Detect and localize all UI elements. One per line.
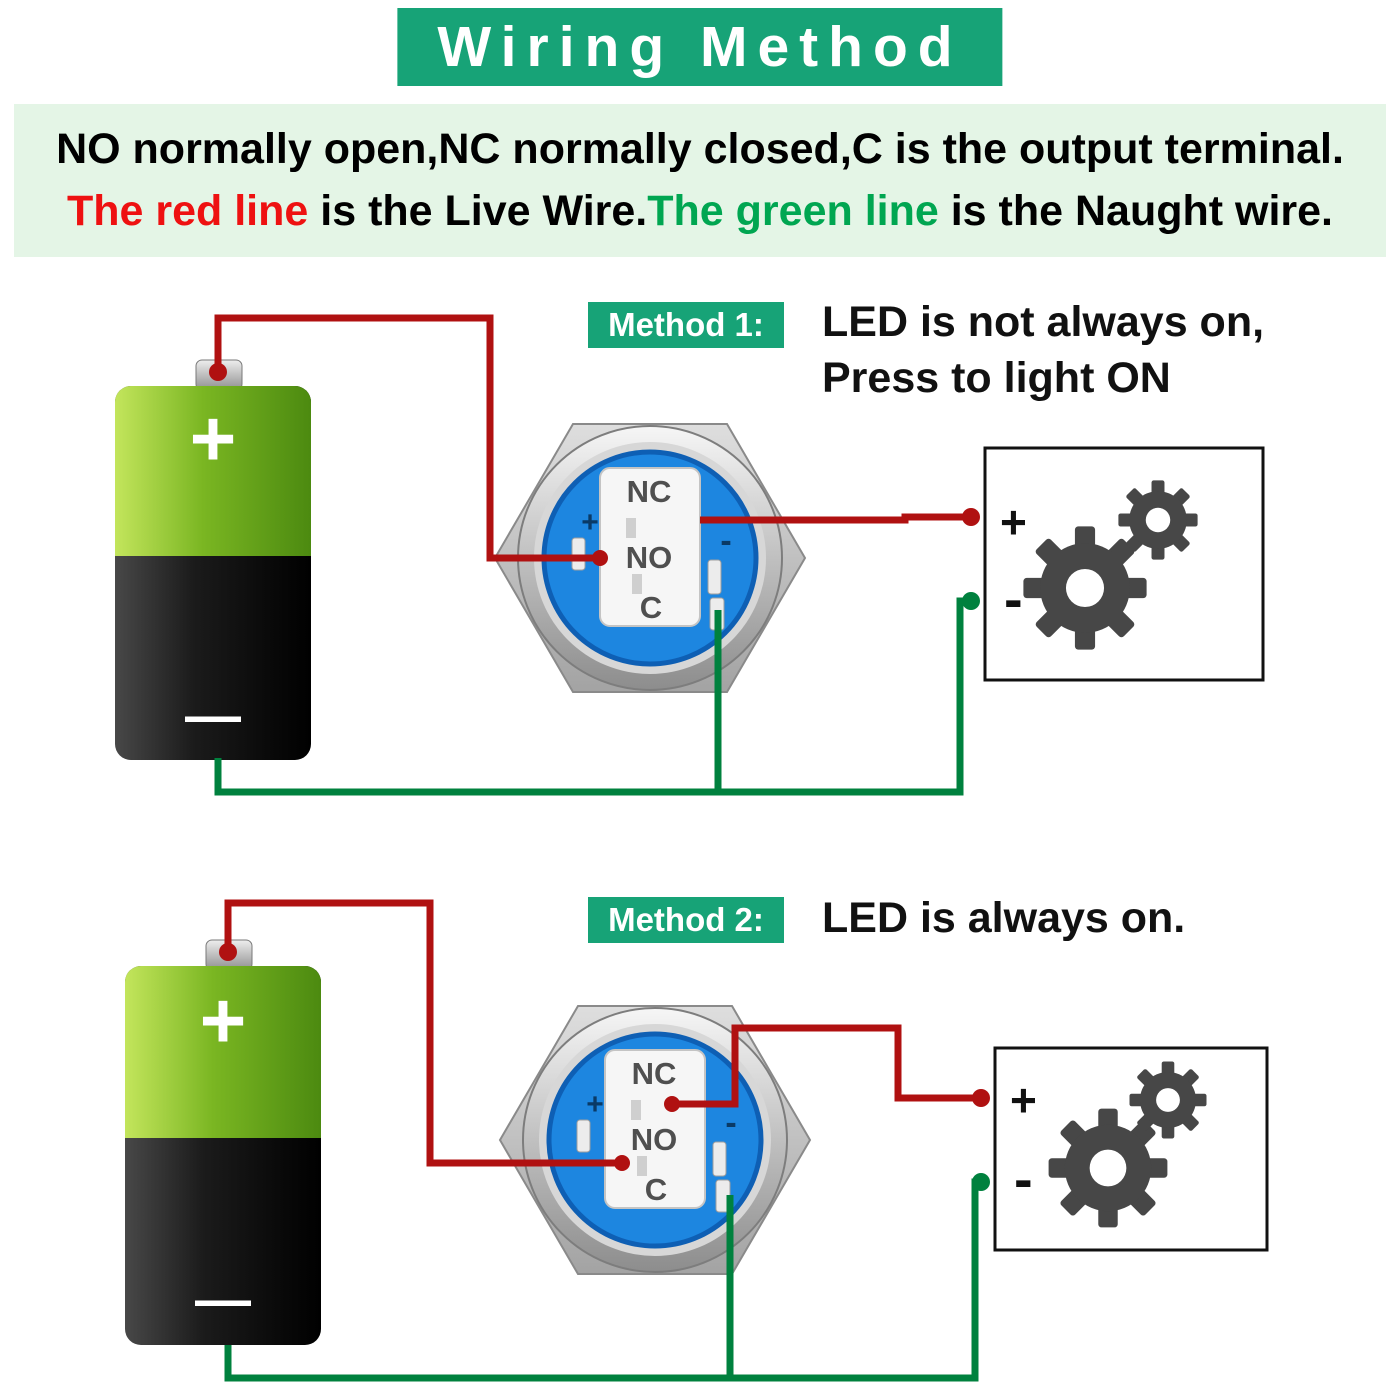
terminal-block xyxy=(599,467,701,627)
terminal-pin xyxy=(631,1100,641,1120)
red-connection-dot xyxy=(614,1155,630,1171)
terminal-tab xyxy=(707,559,722,595)
battery-minus-symbol: — xyxy=(195,1267,251,1330)
switch-no-label: NO xyxy=(631,1122,678,1157)
description-line1: NO normally open,NC normally closed,C is… xyxy=(56,125,1344,173)
battery-minus-symbol: — xyxy=(185,683,241,746)
red-connection-dot xyxy=(219,943,237,961)
load-box-1: + - xyxy=(983,446,1265,682)
terminal-block xyxy=(604,1049,706,1209)
led-plus-mark: + xyxy=(581,506,599,539)
battery-green-edge xyxy=(115,526,311,556)
load-plus-terminal: + xyxy=(1000,496,1027,548)
load-outline xyxy=(983,446,1265,682)
naught-wire-text: is the Naught wire. xyxy=(938,187,1334,236)
gear-icon xyxy=(1118,480,1198,560)
terminal-pin xyxy=(632,574,642,594)
green-connection-dot xyxy=(972,1173,990,1191)
battery-2: + — xyxy=(125,939,321,1345)
switch-c-label: C xyxy=(640,590,662,625)
switch-nc-label: NC xyxy=(627,474,672,509)
red-wire-switch-to-load xyxy=(700,513,971,524)
load-box-2: + - xyxy=(993,1046,1269,1252)
terminal-pin xyxy=(637,1156,647,1176)
gear-icon xyxy=(1129,1061,1207,1139)
method-1-note-line1: LED is not always on, xyxy=(822,298,1264,346)
led-minus-mark: - xyxy=(720,522,731,560)
green-connection-dot xyxy=(962,592,980,610)
terminal-pin xyxy=(626,518,636,538)
load-minus-terminal: - xyxy=(1004,567,1023,630)
battery-green-edge xyxy=(125,1108,321,1138)
battery-green-top xyxy=(125,966,321,1138)
red-wire-battery-to-switch xyxy=(214,314,600,562)
green-line-label: The green line xyxy=(647,187,939,236)
switch-c-label: C xyxy=(645,1172,667,1207)
terminal-tab xyxy=(576,1119,591,1153)
battery-plus-symbol: + xyxy=(190,394,237,483)
red-line-label: The red line xyxy=(66,187,309,236)
method-2-section: Method 2: LED is always on. + — + - xyxy=(125,894,1269,1382)
red-connection-dot xyxy=(664,1096,680,1112)
page-title: Wiring Method xyxy=(397,8,1003,86)
battery-1: + — xyxy=(115,359,311,760)
method-1-badge xyxy=(588,302,784,348)
description-line2: The red line is the Live Wire.The green … xyxy=(32,180,1368,242)
red-connection-dot xyxy=(962,508,980,526)
load-plus-terminal: + xyxy=(1010,1074,1037,1126)
red-wire-battery-to-switch xyxy=(224,899,622,1167)
terminal-tab xyxy=(571,537,586,571)
live-wire-text: is the Live Wire. xyxy=(308,187,648,236)
battery-plus-symbol: + xyxy=(200,976,247,1065)
load-minus-terminal: - xyxy=(1014,1147,1033,1210)
method-1-note-line2: Press to light ON xyxy=(822,354,1171,402)
red-connection-dot xyxy=(592,550,608,566)
description-box: NO normally open,NC normally closed,C is… xyxy=(14,104,1386,257)
method-1-badge-label: Method 1: xyxy=(608,306,764,343)
push-button-switch-2: + - xyxy=(498,1005,812,1275)
red-connection-dot xyxy=(972,1089,990,1107)
terminal-tab xyxy=(712,1141,727,1177)
battery-green-top xyxy=(115,386,311,556)
method-2-note: LED is always on. xyxy=(822,894,1185,942)
switch-nc-label: NC xyxy=(632,1056,677,1091)
red-connection-dot xyxy=(209,363,227,381)
switch-no-label: NO xyxy=(626,540,673,575)
method-1-section: Method 1: LED is not always on, Press to… xyxy=(115,298,1265,796)
red-wire-switch-to-load xyxy=(672,1024,981,1108)
method-2-badge xyxy=(588,897,784,943)
method-2-badge-label: Method 2: xyxy=(608,901,764,938)
led-minus-mark: - xyxy=(725,1104,736,1142)
led-plus-mark: + xyxy=(586,1088,604,1121)
